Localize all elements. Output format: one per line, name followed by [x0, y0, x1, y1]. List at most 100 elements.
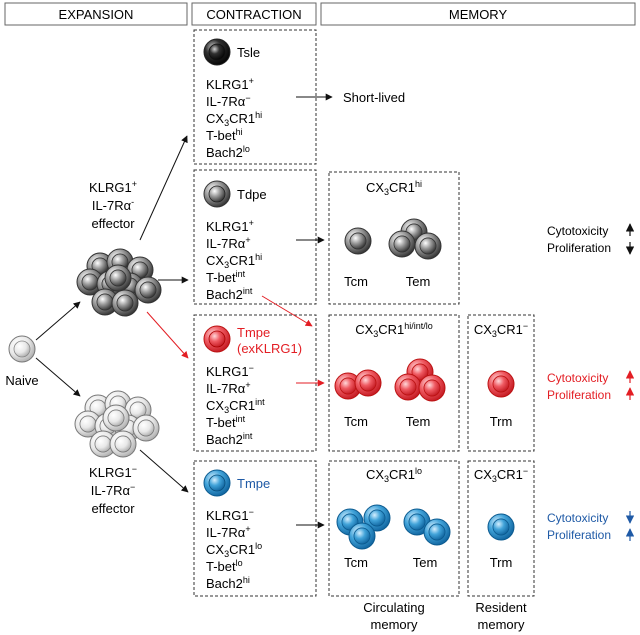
mem-blue-tem: Tem: [413, 555, 438, 570]
cell-nucleus: [411, 363, 429, 381]
tmpe-blue-title: Tmpe: [237, 476, 270, 491]
function-blue-cytotoxicity: Cytotoxicity: [547, 511, 608, 525]
mem-red-box: [328, 314, 460, 452]
mem-blue-tem-cluster: [403, 508, 451, 546]
arrow-neg-to-tmpe-blue: [139, 449, 189, 493]
tsle-m2: IL-7Rα−: [206, 93, 251, 109]
cell-nucleus: [116, 294, 134, 312]
tsle-fate: Short-lived: [343, 90, 405, 105]
effector-neg-line1: KLRG1−: [89, 464, 137, 480]
cell-nucleus: [94, 435, 112, 453]
header-contraction: CONTRACTION: [206, 7, 301, 22]
mem-blue-trm-cell: [487, 513, 515, 541]
tmpe-blue-m3: CX3CR1lo: [206, 541, 262, 559]
mem-red-tem-cluster: [394, 358, 446, 402]
tmpe-blue-m4: T-betlo: [206, 558, 243, 574]
tsle-m4: T-bethi: [206, 127, 243, 143]
cell-nucleus: [399, 378, 417, 396]
tmpe-red-title1: Tmpe: [237, 325, 270, 340]
tmpe-red-m4: T-betint: [206, 414, 246, 430]
tmpe-red-m3: CX3CR1int: [206, 397, 265, 415]
tdpe-m2: IL-7Rα+: [206, 235, 251, 251]
header-expansion-box: [4, 2, 188, 26]
mem-gray-tem-cluster: [388, 218, 442, 260]
tsle-m5: Bach2lo: [206, 144, 250, 160]
effector-neg-cluster: [74, 390, 160, 458]
mem-red-tcm-cluster: [334, 369, 382, 400]
effector-pos-line3: effector: [91, 216, 135, 231]
function-gray-cytotoxicity: Cytotoxicity: [547, 224, 608, 238]
header-row: [4, 2, 636, 26]
footer-circulating-2: memory: [371, 617, 418, 632]
function-blue-proliferation: Proliferation: [547, 528, 611, 542]
cell-nucleus: [109, 269, 127, 287]
tmpe-blue-m5: Bach2hi: [206, 575, 250, 591]
mem-blue-tcm: Tcm: [344, 555, 368, 570]
cell-nucleus: [428, 523, 446, 541]
tmpe-red-m1: KLRG1−: [206, 363, 254, 379]
mem-red-trm: Trm: [490, 414, 513, 429]
function-red-proliferation: Proliferation: [547, 388, 611, 402]
mem-red-res-header: CX3CR1−: [474, 321, 528, 339]
cell-nucleus: [368, 509, 386, 527]
mem-red-tem: Tem: [406, 414, 431, 429]
effector-pos-line2: IL-7Rα-: [92, 197, 134, 213]
header-contraction-box: [191, 2, 317, 26]
tdpe-m3: CX3CR1hi: [206, 252, 262, 270]
mem-blue-header: CX3CR1lo: [366, 466, 422, 484]
arrow-pos-to-tmpe-red: [146, 311, 189, 359]
function-gray-proliferation: Proliferation: [547, 241, 611, 255]
cell-nucleus: [359, 374, 377, 392]
header-memory-box: [320, 2, 636, 26]
cell-nucleus: [408, 513, 426, 531]
tmpe-red-m5: Bach2int: [206, 431, 253, 447]
mem-blue-res-box: [467, 460, 535, 597]
cell-nucleus: [419, 237, 437, 255]
footer-circulating-1: Circulating: [363, 600, 424, 615]
mem-red-tcm: Tcm: [344, 414, 368, 429]
tdpe-m4: T-betint: [206, 269, 246, 285]
cell-nucleus: [107, 409, 125, 427]
tmpe-blue-box: [193, 460, 317, 597]
effector-neg-line2: IL-7Rα−: [91, 482, 136, 498]
cell-nucleus: [339, 377, 357, 395]
tsle-m3: CX3CR1hi: [206, 110, 262, 128]
tmpe-red-title2: (exKLRG1): [237, 341, 302, 356]
cell-nucleus: [353, 527, 371, 545]
footer-resident-1: Resident: [475, 600, 527, 615]
cell-nucleus: [114, 435, 132, 453]
mem-gray-tem: Tem: [406, 274, 431, 289]
tmpe-blue-m1: KLRG1−: [206, 507, 254, 523]
tsle-nucleus: [208, 43, 226, 61]
naive-label: Naive: [5, 373, 38, 388]
arrow-tdpe-to-mem-red: [261, 295, 313, 327]
cell-nucleus: [79, 415, 97, 433]
cell-nucleus: [81, 273, 99, 291]
tmpe-blue-m2: IL-7Rα+: [206, 524, 251, 540]
tdpe-title: Tdpe: [237, 187, 267, 202]
footer-resident-2: memory: [478, 617, 525, 632]
mem-red-res-box: [467, 314, 535, 452]
naive-nucleus: [13, 340, 31, 358]
tsle-title: Tsle: [237, 45, 260, 60]
arrow-naive-to-neg: [35, 357, 81, 397]
cell-nucleus: [137, 419, 155, 437]
cell-nucleus: [492, 375, 510, 393]
tsle-box: [193, 29, 317, 165]
tmpe-red-nucleus: [208, 330, 226, 348]
tdpe-m5: Bach2int: [206, 286, 253, 302]
header-memory: MEMORY: [449, 7, 508, 22]
mem-blue-tcm-cluster: [336, 504, 391, 550]
tdpe-nucleus: [208, 185, 226, 203]
mem-blue-trm: Trm: [490, 555, 513, 570]
tmpe-blue-nucleus: [208, 474, 226, 492]
mem-red-header: CX3CR1hi/int/lo: [355, 321, 433, 339]
cell-nucleus: [139, 281, 157, 299]
cell-nucleus: [393, 235, 411, 253]
mem-blue-box: [328, 460, 460, 597]
tdpe-m1: KLRG1+: [206, 218, 254, 234]
function-red-cytotoxicity: Cytotoxicity: [547, 371, 608, 385]
cell-nucleus: [96, 293, 114, 311]
cell-nucleus: [423, 379, 441, 397]
